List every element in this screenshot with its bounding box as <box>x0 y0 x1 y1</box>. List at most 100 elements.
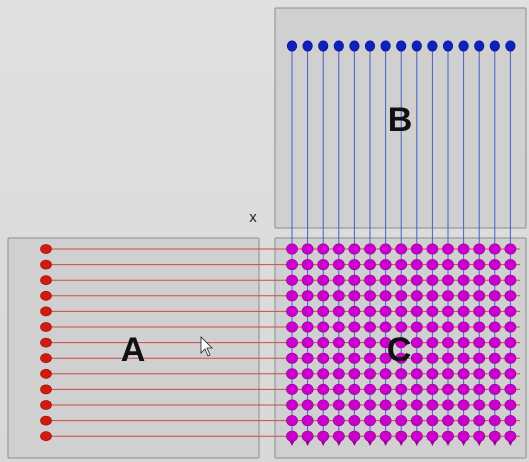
magenta-node <box>348 305 361 317</box>
magenta-node <box>379 305 392 317</box>
magenta-node <box>364 383 376 395</box>
magenta-node <box>504 290 517 302</box>
magenta-node <box>395 305 408 317</box>
magenta-node <box>488 259 501 271</box>
magenta-node <box>332 383 345 395</box>
red-node <box>40 322 52 332</box>
blue-line-end-tick <box>289 441 295 446</box>
magenta-node <box>317 399 330 411</box>
magenta-node <box>473 321 486 333</box>
magenta-node <box>348 243 361 255</box>
magenta-node <box>317 383 330 395</box>
magenta-node <box>286 352 298 364</box>
magenta-node <box>473 259 486 271</box>
magenta-node <box>301 274 314 286</box>
magenta-node <box>457 415 470 427</box>
magenta-node <box>332 243 345 255</box>
magenta-node <box>286 368 298 380</box>
magenta-node <box>348 383 361 395</box>
magenta-node <box>457 399 470 411</box>
magenta-node <box>488 274 501 286</box>
magenta-node <box>395 430 408 442</box>
magenta-node <box>364 321 376 333</box>
blue-line-end-tick <box>336 441 342 446</box>
magenta-node <box>488 337 501 349</box>
red-node-column <box>40 244 52 442</box>
red-node <box>40 290 52 301</box>
red-node <box>40 400 52 410</box>
magenta-node <box>457 321 470 333</box>
magenta-node <box>504 415 517 427</box>
blue-line-end-tick <box>461 441 467 446</box>
magenta-node <box>348 415 361 427</box>
magenta-node <box>442 243 454 255</box>
magenta-node <box>488 368 501 380</box>
magenta-node <box>317 415 330 427</box>
magenta-node <box>442 274 454 286</box>
magenta-node <box>301 415 314 427</box>
magenta-node <box>410 337 423 349</box>
magenta-node <box>457 352 470 364</box>
magenta-node <box>348 337 361 349</box>
magenta-node-grid <box>286 243 517 442</box>
magenta-node <box>364 430 376 442</box>
magenta-node <box>442 399 454 411</box>
magenta-node <box>426 274 439 286</box>
blue-node <box>442 40 454 52</box>
magenta-node <box>410 415 423 427</box>
magenta-node <box>301 337 314 349</box>
blue-node <box>396 40 407 52</box>
blue-node <box>380 40 391 52</box>
blue-line-end-tick <box>429 441 435 446</box>
blue-node-row <box>286 40 516 52</box>
magenta-node <box>473 415 486 427</box>
magenta-node <box>473 337 486 349</box>
magenta-node <box>426 399 439 411</box>
magenta-node <box>504 274 517 286</box>
magenta-node <box>410 368 423 380</box>
magenta-node <box>473 383 486 395</box>
magenta-node <box>332 305 345 317</box>
magenta-node <box>348 352 361 364</box>
magenta-node <box>364 399 376 411</box>
magenta-node <box>379 430 392 442</box>
blue-line-end-tick <box>445 441 451 446</box>
magenta-node <box>488 383 501 395</box>
magenta-node <box>488 290 501 302</box>
magenta-node <box>301 243 314 255</box>
magenta-node <box>348 430 361 442</box>
magenta-node <box>442 259 454 271</box>
magenta-node <box>410 383 423 395</box>
magenta-node <box>410 321 423 333</box>
blue-line-end-tick <box>383 441 389 446</box>
magenta-node <box>332 321 345 333</box>
magenta-node <box>348 399 361 411</box>
magenta-node <box>301 430 314 442</box>
magenta-node <box>488 352 501 364</box>
red-node <box>40 244 52 254</box>
magenta-node <box>364 259 376 271</box>
magenta-node <box>488 430 501 442</box>
magenta-node <box>364 337 376 349</box>
magenta-node <box>395 243 408 255</box>
magenta-node <box>395 290 408 302</box>
magenta-node <box>301 290 314 302</box>
magenta-node <box>301 368 314 380</box>
magenta-node <box>473 274 486 286</box>
blue-line-end-tick <box>476 441 482 446</box>
magenta-node <box>348 274 361 286</box>
magenta-node <box>426 305 439 317</box>
magenta-node <box>301 259 314 271</box>
magenta-node <box>379 383 392 395</box>
magenta-node <box>301 399 314 411</box>
magenta-node <box>379 352 392 364</box>
magenta-node <box>379 337 392 349</box>
magenta-node <box>395 383 408 395</box>
magenta-node <box>301 383 314 395</box>
magenta-node <box>317 290 330 302</box>
magenta-node <box>442 352 454 364</box>
magenta-node <box>457 383 470 395</box>
red-node <box>40 306 52 317</box>
blue-node <box>411 40 422 52</box>
